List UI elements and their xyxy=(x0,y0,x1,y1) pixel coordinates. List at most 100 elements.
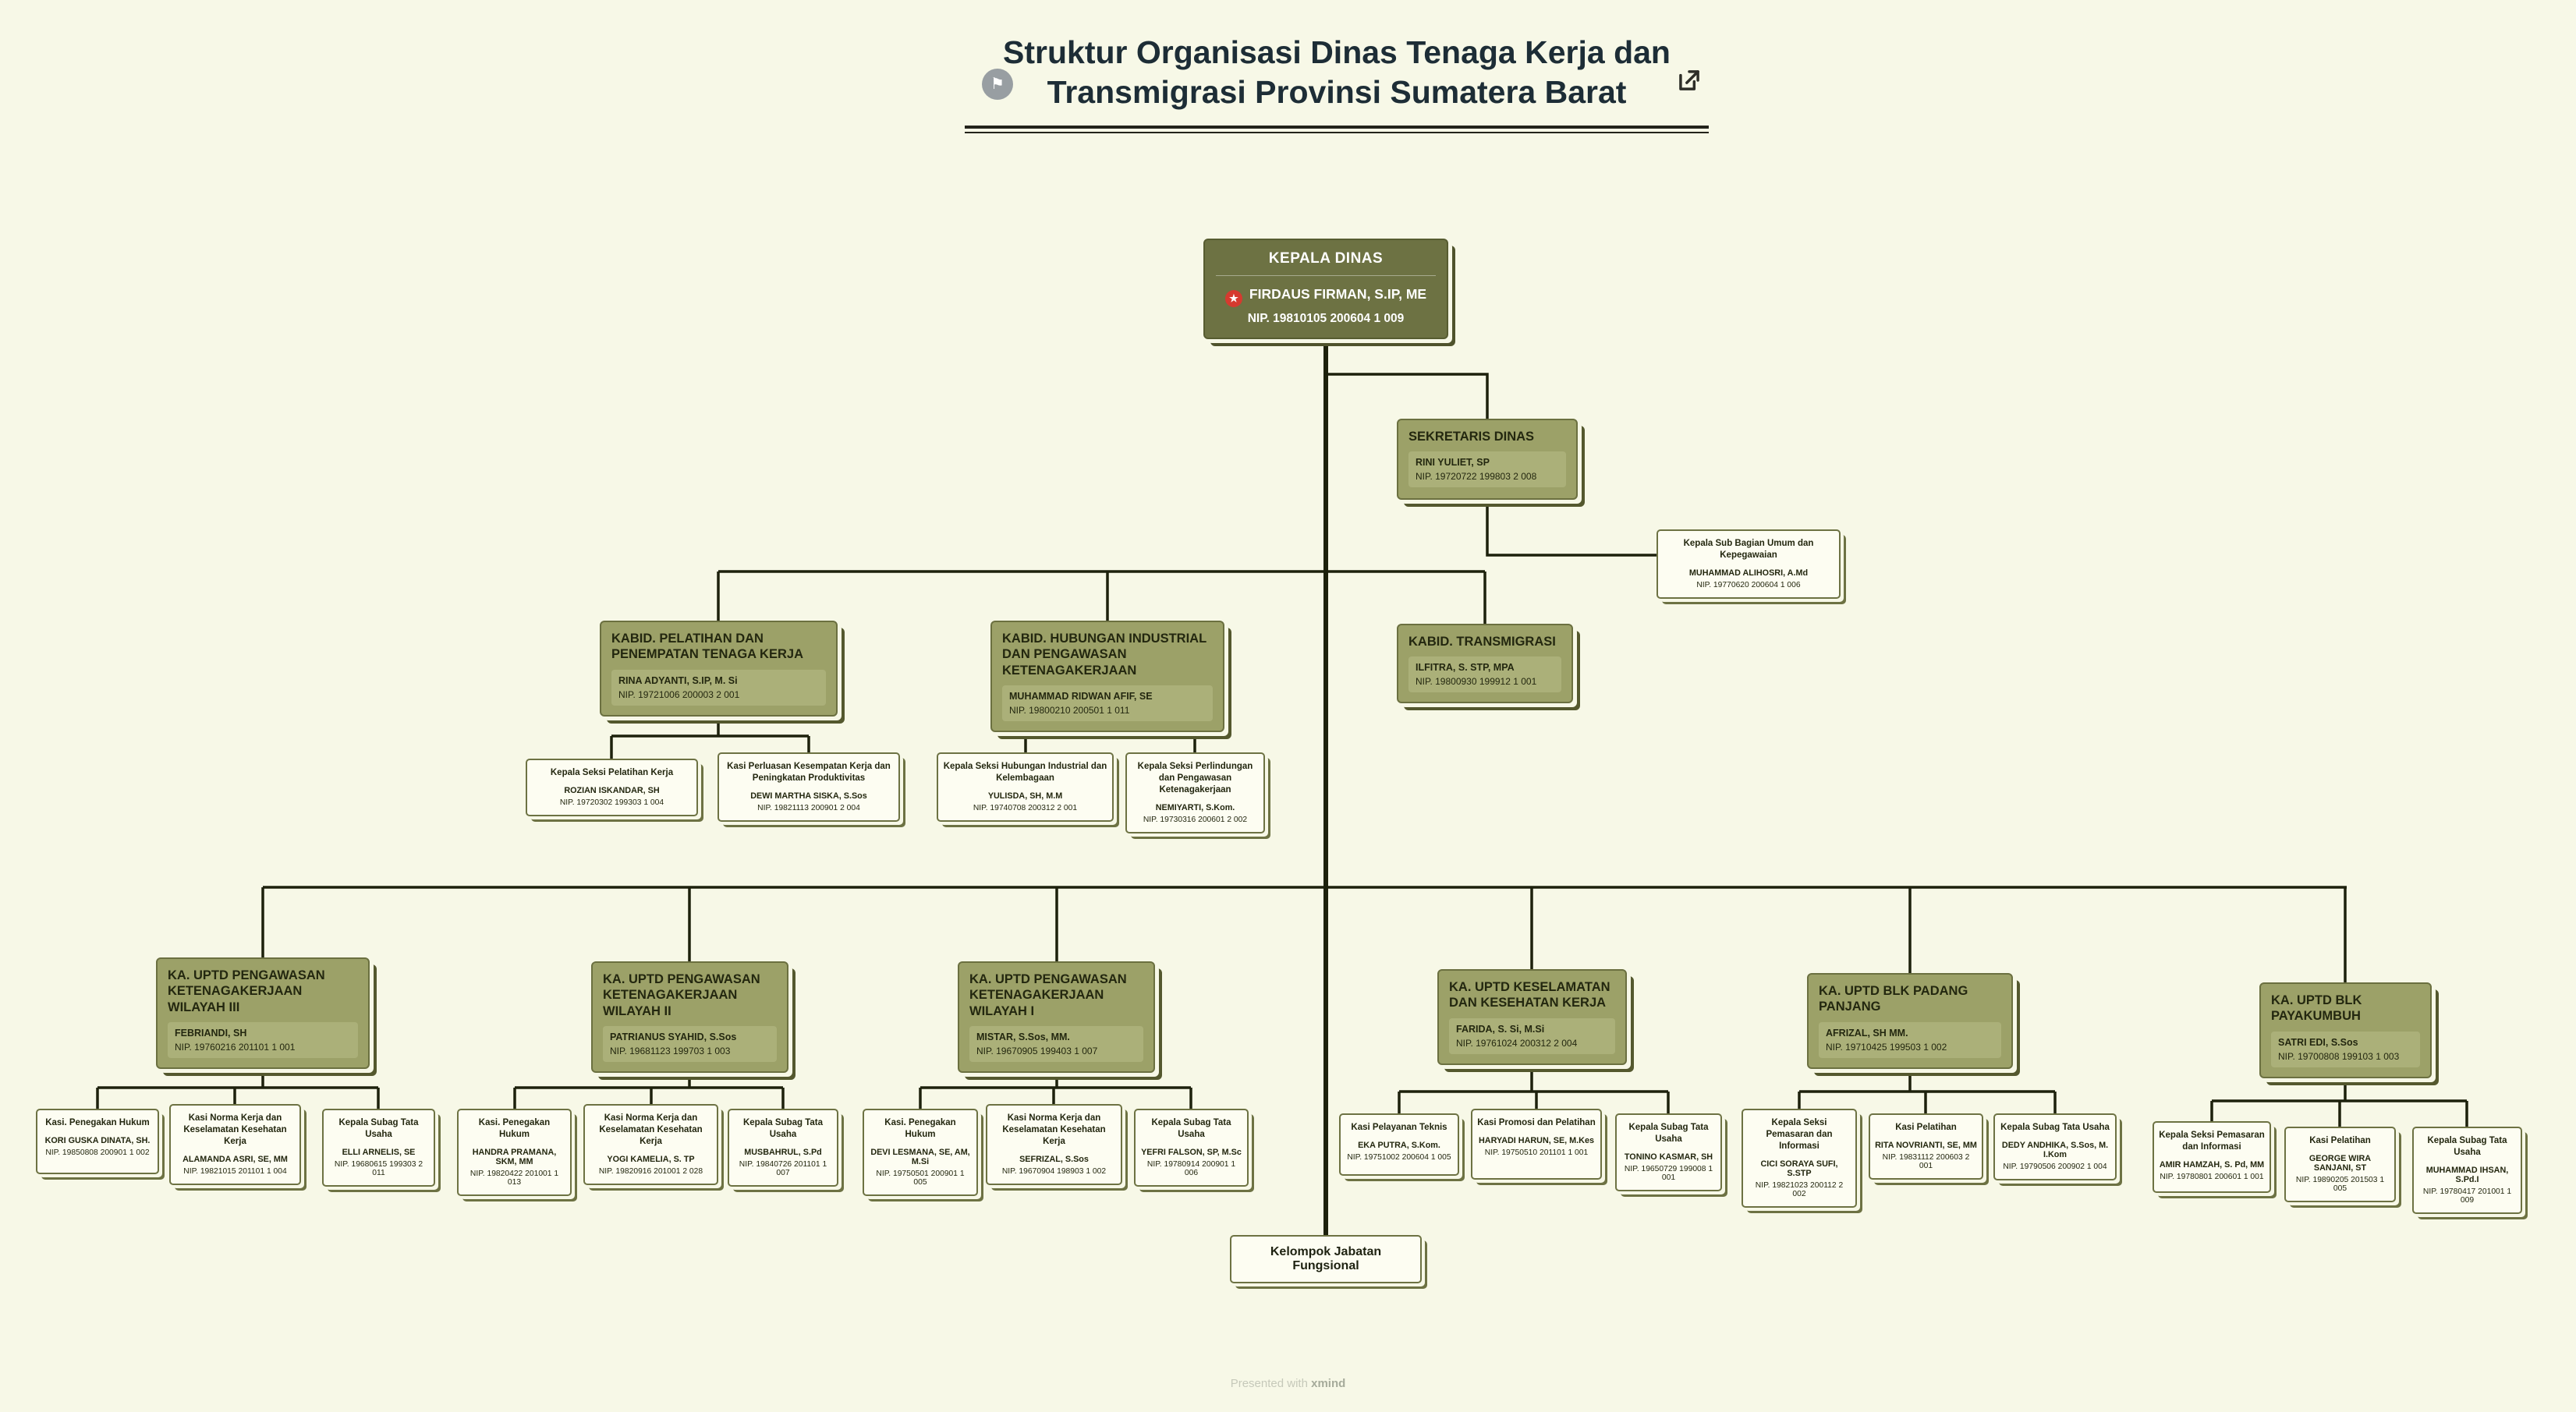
open-link-icon[interactable] xyxy=(1674,65,1704,95)
org-node-seksi-hubungan-industrial[interactable]: Kepala Seksi Hubungan Industrial dan Kel… xyxy=(937,752,1114,822)
node-person-nip: NIP. 19821015 201101 1 004 xyxy=(183,1166,287,1176)
org-node-w2-kasi-penegakan-hukum[interactable]: Kasi. Penegakan Hukum HANDRA PRAMANA, SK… xyxy=(457,1109,572,1196)
org-node-pk-kasi-pelatihan[interactable]: Kasi Pelatihan GEORGE WIRA SANJANI, ST N… xyxy=(2284,1127,2396,1202)
org-node-kasi-perluasan-kesempatan-kerja[interactable]: Kasi Perluasan Kesempatan Kerja dan Peni… xyxy=(718,752,900,822)
node-person-nip: NIP. 19670905 199403 1 007 xyxy=(976,1046,1098,1057)
node-title: Kasi Pelayanan Teknis xyxy=(1351,1123,1447,1132)
node-person-nip: NIP. 19770620 200604 1 006 xyxy=(1696,580,1801,589)
org-node-w3-subag-tata-usaha[interactable]: Kepala Subag Tata Usaha ELLI ARNELIS, SE… xyxy=(322,1109,435,1187)
org-node-pk-seksi-pemasaran-informasi[interactable]: Kepala Seksi Pemasaran dan Informasi AMI… xyxy=(2153,1121,2271,1193)
priority-marker-icon: ★ xyxy=(1224,290,1242,307)
title-underline xyxy=(965,125,1709,133)
page-title-line1: Struktur Organisasi Dinas Tenaga Kerja d… xyxy=(1003,34,1671,70)
org-node-w2-subag-tata-usaha[interactable]: Kepala Subag Tata Usaha MUSBAHRUL, S.Pd … xyxy=(728,1109,838,1187)
org-node-k3-kasi-promosi-pelatihan[interactable]: Kasi Promosi dan Pelatihan HARYADI HARUN… xyxy=(1471,1109,1602,1180)
node-person-nip: NIP. 19751002 200604 1 005 xyxy=(1347,1152,1451,1162)
chart-title-block: ⚑ Struktur Organisasi Dinas Tenaga Kerja… xyxy=(965,33,1709,133)
node-title: KEPALA DINAS xyxy=(1216,250,1436,276)
node-person-name: EKA PUTRA, S.Kom. xyxy=(1358,1140,1440,1150)
org-node-uptd-blk-padang-panjang[interactable]: KA. UPTD BLK PADANG PANJANG AFRIZAL, SH … xyxy=(1807,973,2013,1069)
node-person-name: RINA ADYANTI, S.IP, M. Si xyxy=(618,674,738,686)
org-node-kabid-hubungan-industrial[interactable]: KABID. HUBUNGAN INDUSTRIAL DAN PENGAWASA… xyxy=(990,621,1224,733)
org-node-kabid-transmigrasi[interactable]: KABID. TRANSMIGRASI ILFITRA, S. STP, MPA… xyxy=(1397,624,1573,704)
node-person-name: ILFITRA, S. STP, MPA xyxy=(1416,662,1515,674)
node-title: Kepala Sub Bagian Umum dan Kepegawaian xyxy=(1683,539,1814,560)
node-title: Kepala Subag Tata Usaha xyxy=(1628,1123,1709,1144)
org-node-w1-subag-tata-usaha[interactable]: Kepala Subag Tata Usaha YEFRI FALSON, SP… xyxy=(1134,1109,1249,1187)
org-node-pk-subag-tata-usaha[interactable]: Kepala Subag Tata Usaha MUHAMMAD IHSAN, … xyxy=(2412,1127,2522,1214)
org-node-w1-kasi-penegakan-hukum[interactable]: Kasi. Penegakan Hukum DEVI LESMANA, SE, … xyxy=(863,1109,978,1196)
watermark: Presented with xmind xyxy=(0,1377,2576,1390)
node-person-nip: NIP. 19850808 200901 1 002 xyxy=(45,1148,150,1157)
org-node-sekretaris-dinas[interactable]: SEKRETARIS DINAS RINI YULIET, SP NIP. 19… xyxy=(1397,419,1578,500)
org-node-seksi-perlindungan-pengawasan[interactable]: Kepala Seksi Perlindungan dan Pengawasan… xyxy=(1125,752,1265,833)
node-person-name: TONINO KASMAR, SH xyxy=(1624,1152,1713,1162)
node-person-name: MUHAMMAD IHSAN, S.Pd.I xyxy=(2425,1165,2509,1184)
node-person-nip: NIP. 19780801 200601 1 001 xyxy=(2160,1172,2264,1181)
org-node-pp-kasi-pelatihan[interactable]: Kasi Pelatihan RITA NOVRIANTI, SE, MM NI… xyxy=(1869,1113,1983,1180)
org-node-uptd-wilayah-3[interactable]: KA. UPTD PENGAWASAN KETENAGAKERJAAN WILA… xyxy=(156,957,370,1070)
node-person-name: FARIDA, S. Si, M.Si xyxy=(1456,1023,1545,1035)
node-title: KABID. PELATIHAN DAN PENEMPATAN TENAGA K… xyxy=(611,632,803,662)
org-node-uptd-wilayah-2[interactable]: KA. UPTD PENGAWASAN KETENAGAKERJAAN WILA… xyxy=(591,961,788,1074)
node-person-nip: NIP. 19780914 200901 1 006 xyxy=(1146,1159,1236,1177)
node-person-name: HANDRA PRAMANA, SKM, MM xyxy=(472,1147,557,1166)
node-title: Kasi Pelatihan xyxy=(2309,1136,2371,1145)
org-node-k3-kasi-pelayanan-teknis[interactable]: Kasi Pelayanan Teknis EKA PUTRA, S.Kom. … xyxy=(1339,1113,1459,1176)
node-person-name: RITA NOVRIANTI, SE, MM xyxy=(1875,1140,1977,1150)
node-title: Kepala Subag Tata Usaha xyxy=(742,1118,824,1139)
node-person-name: MUHAMMAD ALIHOSRI, A.Md xyxy=(1688,568,1809,578)
node-person-nip: NIP. 19780417 201001 1 009 xyxy=(2422,1187,2512,1205)
org-node-kelompok-jabatan-fungsional[interactable]: Kelompok Jabatan Fungsional xyxy=(1230,1235,1422,1283)
node-person-nip: NIP. 19750501 200901 1 005 xyxy=(876,1169,965,1187)
node-title: Kepala Subag Tata Usaha xyxy=(1151,1118,1231,1139)
node-person-nip: NIP. 19670904 198903 1 002 xyxy=(1001,1166,1107,1176)
node-person-nip: NIP. 19831112 200603 2 001 xyxy=(1882,1152,1970,1170)
node-person-nip: NIP. 19720302 199303 1 004 xyxy=(559,798,664,807)
org-node-w3-kasi-penegakan-hukum[interactable]: Kasi. Penegakan Hukum KORI GUSKA DINATA,… xyxy=(36,1109,159,1174)
org-node-seksi-pelatihan-kerja[interactable]: Kepala Seksi Pelatihan Kerja ROZIAN ISKA… xyxy=(526,759,698,816)
org-node-pp-subag-tata-usaha[interactable]: Kepala Subag Tata Usaha DEDY ANDHIKA, S.… xyxy=(1993,1113,2117,1180)
node-person-nip: NIP. 19681123 199703 1 003 xyxy=(610,1046,731,1057)
node-person-nip: NIP. 19820422 201001 1 013 xyxy=(469,1169,559,1187)
node-person-nip: NIP. 19800930 199912 1 001 xyxy=(1416,676,1537,688)
watermark-prefix: Presented with xyxy=(1230,1377,1308,1390)
org-node-k3-subag-tata-usaha[interactable]: Kepala Subag Tata Usaha TONINO KASMAR, S… xyxy=(1615,1113,1722,1191)
node-title: Kasi Pelatihan xyxy=(1895,1123,1957,1132)
org-node-kepala-dinas[interactable]: KEPALA DINAS ★FIRDAUS FIRMAN, S.IP, ME N… xyxy=(1203,239,1448,339)
node-title: Kepala Seksi Pemasaran dan Informasi xyxy=(2159,1131,2265,1152)
node-person-nip: NIP. 19761024 200312 2 004 xyxy=(1456,1037,1578,1049)
node-person-name: DEWI MARTHA SISKA, S.Sos xyxy=(750,791,867,801)
node-person-nip: NIP. 19760216 201101 1 001 xyxy=(175,1042,296,1053)
node-person-nip: NIP. 19821023 200112 2 002 xyxy=(1755,1180,1844,1198)
node-title: Kepala Seksi Perlindungan dan Pengawasan… xyxy=(1137,762,1253,794)
node-person-name: YEFRI FALSON, SP, M.Sc xyxy=(1141,1147,1242,1157)
org-node-w2-kasi-norma-kerja[interactable]: Kasi Norma Kerja dan Keselamatan Kesehat… xyxy=(583,1104,718,1185)
org-node-subbag-umum-kepegawaian[interactable]: Kepala Sub Bagian Umum dan Kepegawaian M… xyxy=(1657,529,1841,599)
node-person-name: ELLI ARNELIS, SE xyxy=(342,1147,416,1157)
org-node-pp-seksi-pemasaran-informasi[interactable]: Kepala Seksi Pemasaran dan Informasi CIC… xyxy=(1742,1109,1857,1208)
node-person-nip: NIP. 19890205 201503 1 005 xyxy=(2295,1175,2385,1193)
org-node-uptd-wilayah-1[interactable]: KA. UPTD PENGAWASAN KETENAGAKERJAAN WILA… xyxy=(958,961,1155,1074)
topic-marker-icon: ⚑ xyxy=(982,69,1013,100)
node-person-name: YOGI KAMELIA, S. TP xyxy=(607,1154,695,1164)
node-person-name: YULISDA, SH, M.M xyxy=(987,791,1063,801)
node-title: Kasi Norma Kerja dan Keselamatan Kesehat… xyxy=(183,1113,287,1146)
org-node-w1-kasi-norma-kerja[interactable]: Kasi Norma Kerja dan Keselamatan Kesehat… xyxy=(986,1104,1122,1185)
org-node-uptd-blk-payakumbuh[interactable]: KA. UPTD BLK PAYAKUMBUH SATRI EDI, S.Sos… xyxy=(2259,982,2432,1078)
node-title: Kasi Perluasan Kesempatan Kerja dan Peni… xyxy=(727,762,891,783)
node-title: SEKRETARIS DINAS xyxy=(1408,430,1535,444)
node-person-name: KORI GUSKA DINATA, SH. xyxy=(44,1135,151,1145)
node-title: Kepala Seksi Hubungan Industrial dan Kel… xyxy=(943,762,1107,783)
node-person-name: AFRIZAL, SH MM. xyxy=(1826,1027,1908,1039)
node-person-nip: NIP. 19730316 200601 2 002 xyxy=(1143,815,1248,824)
org-node-w3-kasi-norma-kerja[interactable]: Kasi Norma Kerja dan Keselamatan Kesehat… xyxy=(169,1104,301,1185)
node-title: Kasi. Penegakan Hukum xyxy=(45,1118,150,1127)
org-node-kabid-pelatihan-penempatan[interactable]: KABID. PELATIHAN DAN PENEMPATAN TENAGA K… xyxy=(600,621,838,717)
node-person-name: ROZIAN ISKANDAR, SH xyxy=(564,785,660,795)
node-person-name: SEFRIZAL, S.Sos xyxy=(1019,1154,1089,1164)
node-title: Kelompok Jabatan Fungsional xyxy=(1270,1245,1382,1272)
org-node-uptd-k3[interactable]: KA. UPTD KESELAMATAN DAN KESEHATAN KERJA… xyxy=(1437,969,1627,1065)
node-person-name: AMIR HAMZAH, S. Pd, MM xyxy=(2159,1159,2265,1170)
